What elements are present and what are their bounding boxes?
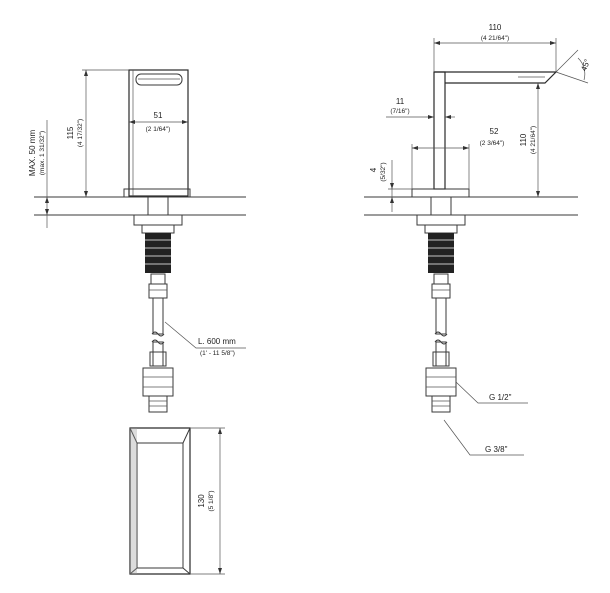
hose-length-mm: L. 600 mm [198,337,236,346]
left-hose-leader [164,321,246,349]
left-washer [133,214,183,226]
spout-thickness-in: (7/16") [390,108,409,115]
base-height-mm: 4 [369,167,378,172]
left-width-arrow-left [129,120,135,124]
base-height-arrow-bottom [390,197,394,203]
right-height-arrow-top [536,83,540,89]
left-hose-upper [152,297,164,335]
left-nut [141,224,175,234]
right-faucet-stem [433,71,446,190]
hose-length-in: (1' - 11 5/8") [200,350,235,357]
left-faucet-body [128,69,189,197]
left-lower-fitting [149,351,167,367]
reach-mm: 110 [489,23,502,32]
left-max-arrow-bottom [45,209,49,215]
left-shank [147,196,169,216]
right-faucet-spout [434,71,558,84]
angle-label: 45° [579,58,592,72]
left-hose-fitting-upper [150,273,166,285]
right-hose-fitting-upper [433,273,449,285]
right-hose-lower [435,341,447,367]
base-width-arrow-right [463,146,469,150]
box-height-mm: 130 [197,494,206,508]
right-washer [416,214,466,226]
left-view: L. 600 mm (1' - 11 5/8") 115 (4 17/32") … [28,69,246,575]
right-threaded-stem [428,233,454,273]
box-height-arrow-top [218,428,222,434]
control-box [129,427,191,575]
base-width-mm: 52 [490,127,499,136]
left-height-in: (4 17/32") [77,119,84,147]
thread-top-leader [455,381,528,404]
right-shank [430,196,452,216]
left-max-arrow-top [45,197,49,203]
reach-in: (4 21/64") [481,35,509,42]
left-width-arrow-right [182,120,188,124]
left-width-mm: 51 [154,111,163,120]
box-height-arrow-bottom [218,568,222,574]
left-height-arrow-bottom [84,191,88,197]
box-height-in: (5 1/8") [208,490,215,511]
spout-thick-arrow-left [428,115,434,119]
base-height-in: (5/32") [380,162,387,181]
right-nut [424,224,458,234]
right-height-mm: 110 [519,133,528,146]
left-hose-break-top [151,331,165,337]
spout-thick-arrow-right [445,115,451,119]
right-bottom-thread [431,395,451,413]
right-height-in: (4 21/64") [530,126,537,154]
right-hose-break-top [434,331,448,337]
angle-arc [577,57,586,81]
reach-arrow-left [434,41,440,45]
left-height-mm: 115 [66,126,75,139]
right-lower-nut [425,367,457,397]
right-hose-upper [435,297,447,335]
left-bottom-thread [148,395,168,413]
left-hose-lower [152,341,164,367]
reach-arrow-right [550,41,556,45]
thread-bottom-leader [443,419,524,456]
left-threaded-stem [145,233,171,273]
right-view: G 1/2" G 3/8" 110 (4 21/64") 45° 11 (7/1… [364,23,592,456]
left-lower-nut [142,367,174,397]
thread-top-label: G 1/2" [489,393,512,402]
right-hose-fitting-upper-2 [431,283,451,299]
base-width-in: (2 3/64") [480,140,505,147]
base-height-arrow-top [390,183,394,189]
base-width-arrow-left [412,146,418,150]
right-faucet-base [411,188,470,198]
left-faucet-aerator [135,73,183,86]
thread-bottom-label: G 3/8" [485,445,508,454]
left-width-in: (2 1/64") [146,126,171,133]
left-height-arrow-top [84,70,88,76]
max-thickness-mm: MAX. 50 mm [28,130,37,177]
right-lower-fitting [432,351,450,367]
max-thickness-in: (max. 1 31/32") [39,131,46,175]
left-hose-fitting-upper-2 [148,283,168,299]
spout-thickness-mm: 11 [396,97,405,106]
right-height-arrow-bottom [536,191,540,197]
angle-line-diagonal [555,49,579,73]
angle-line-horizontal [555,71,589,84]
